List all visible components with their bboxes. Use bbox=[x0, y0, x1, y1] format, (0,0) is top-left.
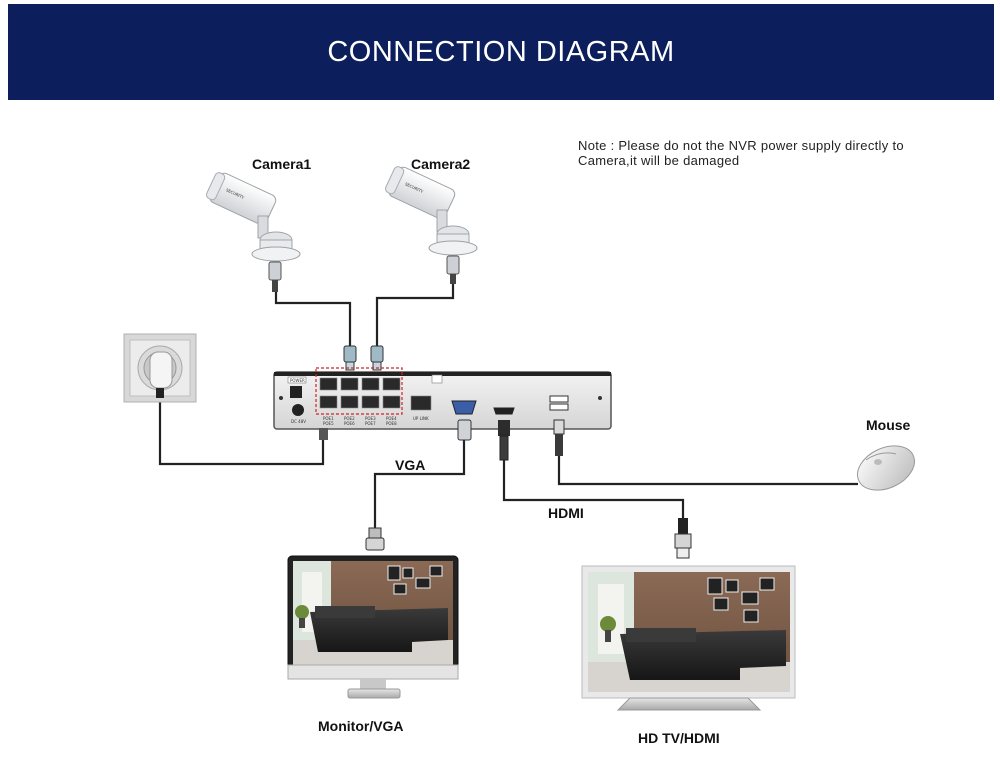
nvr-power-text: POWER bbox=[290, 378, 305, 383]
hdmi-port bbox=[493, 407, 515, 415]
cables bbox=[158, 282, 858, 530]
power-outlet-icon bbox=[123, 333, 197, 403]
usb-port-1 bbox=[549, 395, 569, 403]
camera2-cable bbox=[375, 282, 455, 352]
vga-port bbox=[451, 400, 477, 415]
nvr-dc-text: DC 48V bbox=[291, 419, 306, 424]
vga-cable bbox=[373, 438, 466, 530]
camera-icon: SECURITY bbox=[384, 166, 478, 284]
camera1-label: Camera1 bbox=[252, 156, 312, 172]
camera-icon: SECURITY bbox=[205, 172, 301, 292]
camera1-cable bbox=[274, 290, 352, 352]
page-title: CONNECTION DIAGRAM bbox=[327, 35, 675, 68]
uplink-port bbox=[410, 395, 432, 411]
mouse-cable bbox=[557, 456, 858, 486]
monitor-icon bbox=[287, 555, 459, 699]
rj45-plug-2 bbox=[370, 345, 384, 371]
tv-icon bbox=[581, 565, 796, 711]
poe-highlight bbox=[315, 367, 403, 415]
dc-plug bbox=[319, 428, 328, 440]
poe-ports bbox=[319, 377, 401, 409]
warning-note: Note : Please do not the NVR power suppl… bbox=[578, 138, 904, 168]
hdmi-label: HDMI bbox=[548, 505, 584, 521]
header-banner: CONNECTION DIAGRAM bbox=[8, 4, 994, 100]
usb-port-2 bbox=[549, 403, 569, 411]
vga-plug bbox=[457, 419, 472, 441]
hdmi-cable bbox=[502, 460, 685, 520]
hdmi-plug bbox=[498, 420, 510, 461]
mouse-label: Mouse bbox=[866, 417, 911, 433]
camera2-label: Camera2 bbox=[411, 156, 471, 172]
hdmi-connector-tv bbox=[674, 518, 692, 559]
rj45-plug-1 bbox=[343, 345, 357, 371]
vga-label: VGA bbox=[395, 457, 426, 473]
vga-connector-monitor bbox=[365, 527, 385, 551]
uplink-text: UP LINK bbox=[413, 416, 429, 421]
tv-label: HD TV/HDMI bbox=[638, 730, 720, 746]
power-cable bbox=[158, 398, 325, 466]
mouse-icon bbox=[857, 445, 915, 491]
monitor-label: Monitor/VGA bbox=[318, 718, 404, 734]
usb-plug bbox=[553, 419, 565, 456]
